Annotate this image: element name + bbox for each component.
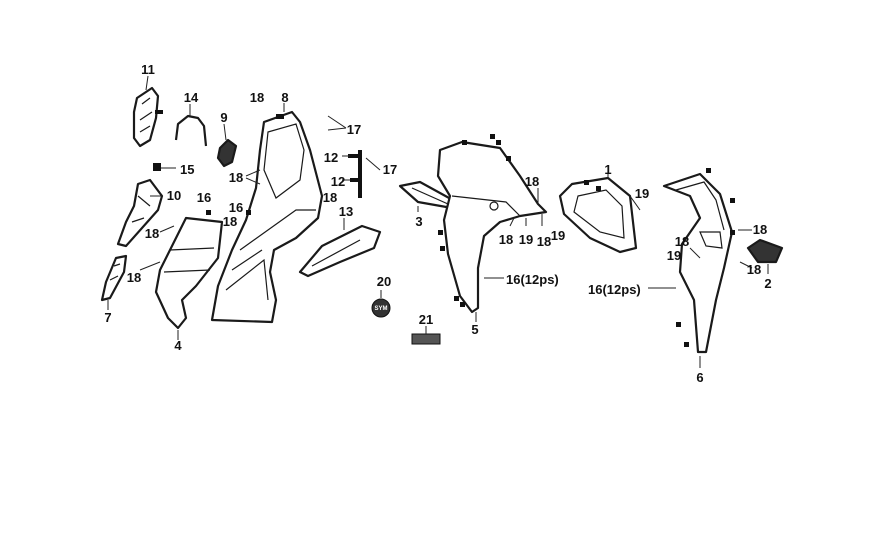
callout-10: 10 — [167, 188, 181, 203]
callout-12-b: 12 — [331, 174, 345, 189]
callout-18-e: 18 — [145, 226, 159, 241]
part-5-side-cover — [436, 140, 548, 322]
callout-18-b: 18 — [229, 170, 243, 185]
callout-19-c: 19 — [635, 186, 649, 201]
callout-15: 15 — [180, 162, 194, 177]
callout-16-c: 16(12ps) — [506, 272, 559, 287]
part-12-brackets — [342, 150, 362, 198]
callout-6: 6 — [696, 370, 703, 385]
part-21-decal — [411, 326, 441, 345]
callout-4: 4 — [174, 338, 182, 353]
part-4-inner-panel — [154, 216, 224, 340]
callout-13: 13 — [339, 204, 353, 219]
callout-labels: 11 14 9 18 8 17 15 18 12 17 12 10 16 18 … — [104, 62, 771, 385]
callout-17-b: 17 — [383, 162, 397, 177]
fastener-clips — [206, 134, 735, 347]
callout-16-d: 16(12ps) — [588, 282, 641, 297]
callout-19-d: 19 — [667, 248, 681, 263]
callout-20: 20 — [377, 274, 391, 289]
callout-14: 14 — [184, 90, 199, 105]
callout-18-f: 18 — [127, 270, 141, 285]
part-14-hook — [174, 104, 208, 147]
part-11-bracket — [132, 75, 163, 148]
callout-18-h: 18 — [499, 232, 513, 247]
callout-21: 21 — [419, 312, 433, 327]
part-6-rail — [662, 172, 734, 368]
callout-8: 8 — [281, 90, 288, 105]
callout-16-b: 16 — [229, 200, 243, 215]
part-10-bracket — [116, 178, 164, 248]
part-7-plate — [100, 254, 128, 310]
callout-9: 9 — [220, 110, 227, 125]
callout-18-l: 18 — [747, 262, 761, 277]
callout-7: 7 — [104, 310, 111, 325]
callout-12-a: 12 — [324, 150, 338, 165]
callout-18-g: 18 — [525, 174, 539, 189]
callout-18-k: 18 — [753, 222, 767, 237]
part-1-frame — [558, 170, 638, 254]
callout-18-c: 18 — [323, 190, 337, 205]
callout-18-a: 18 — [250, 90, 264, 105]
part-9-clip — [216, 123, 238, 168]
callout-3: 3 — [415, 214, 422, 229]
callout-5: 5 — [471, 322, 478, 337]
part-15-screw — [153, 163, 176, 171]
part-8-front-panel — [210, 103, 324, 324]
callout-11: 11 — [141, 62, 155, 77]
callout-1: 1 — [604, 162, 611, 177]
callout-19-b: 19 — [551, 228, 565, 243]
part-20-emblem: SYM — [371, 290, 391, 318]
part-2-bracket — [746, 238, 784, 274]
part-13-side-trim — [298, 218, 382, 278]
callout-2: 2 — [764, 276, 771, 291]
callout-18-j: 18 — [675, 234, 689, 249]
callout-19-a: 19 — [519, 232, 533, 247]
leader-lines — [139, 115, 753, 289]
callout-18-i: 18 — [537, 234, 551, 249]
callout-17-a: 17 — [347, 122, 361, 137]
callout-18-d: 18 — [223, 214, 237, 229]
callout-16-a: 16 — [197, 190, 211, 205]
emblem-text: SYM — [374, 306, 387, 312]
